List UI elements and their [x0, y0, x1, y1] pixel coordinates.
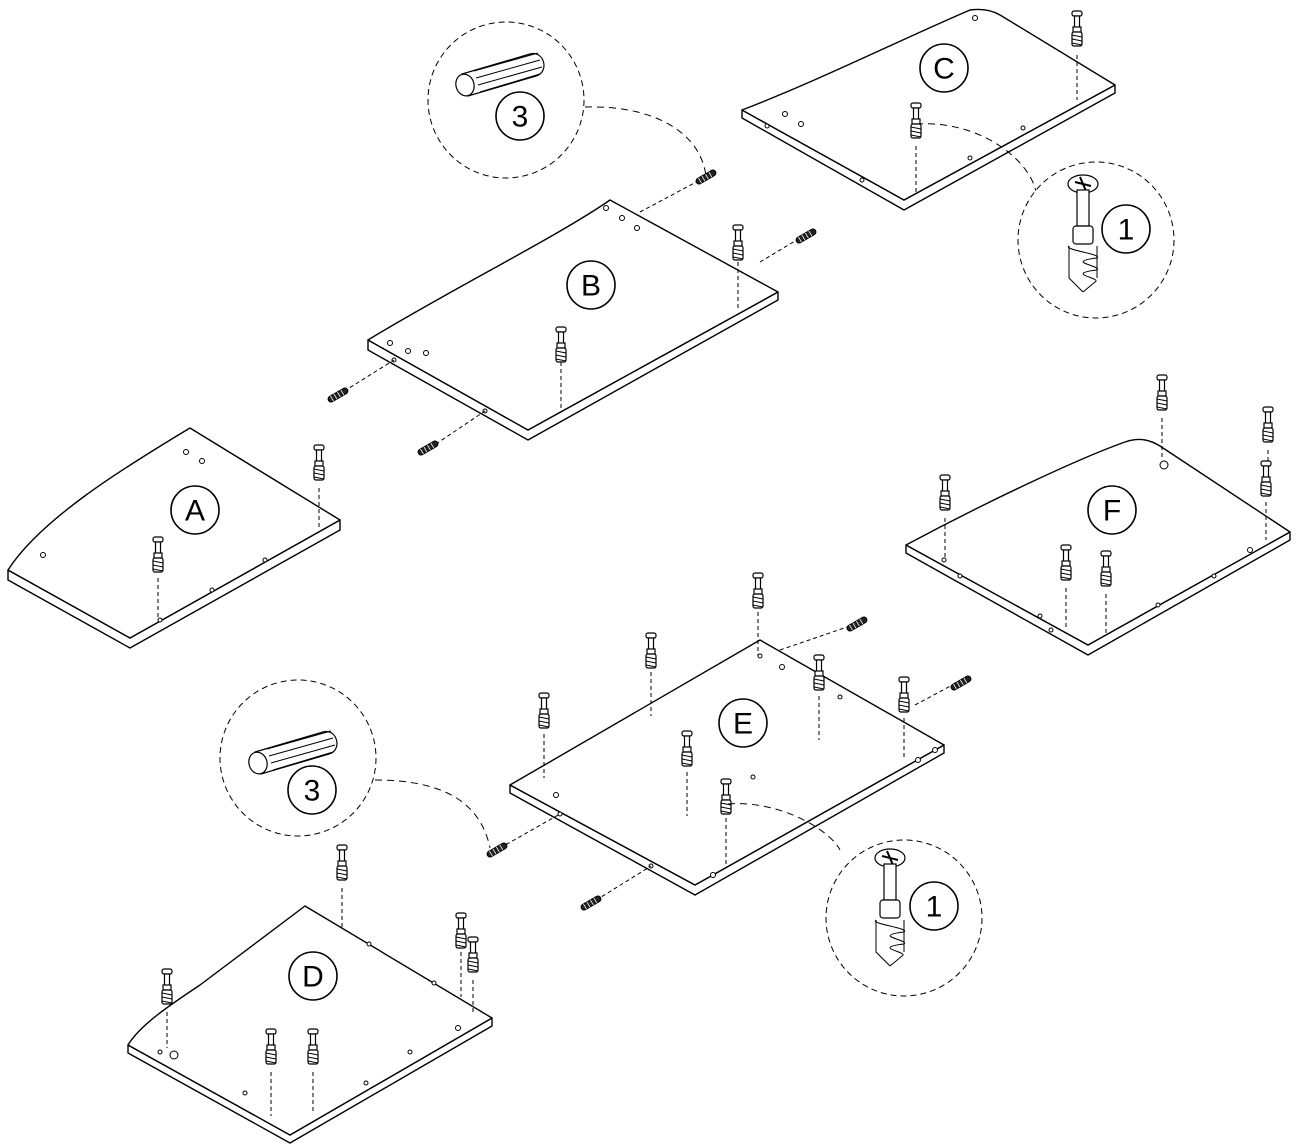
panel-label-circle [170, 485, 220, 535]
cam-bolt-icon [1100, 550, 1112, 587]
panel-a: A [7, 427, 341, 649]
cam-bolt-icon [939, 474, 951, 511]
panel-label: E [733, 708, 753, 741]
cam-bolt-icon [555, 326, 567, 363]
part-number-circle [1101, 204, 1151, 254]
cam-bolt-icon [752, 572, 764, 609]
wooden-dowel-icon [694, 168, 718, 186]
cam-bolt-icon [910, 102, 922, 139]
wooden-dowel-icon [794, 227, 818, 245]
cam-bolt-icon [1071, 10, 1083, 47]
panel-e: E [485, 572, 973, 912]
dowel-zoom-callout: 3 [427, 21, 707, 179]
wooden-dowel-icon [326, 386, 350, 404]
panel-label: B [581, 270, 601, 303]
part-number-circle [909, 881, 959, 931]
dowel-zoom-callout: 3 [219, 679, 491, 849]
cam-bolt-icon [732, 224, 744, 261]
panel-label-circle [288, 951, 338, 1001]
wooden-dowel-icon [485, 841, 509, 859]
wooden-dowel-icon [416, 439, 440, 457]
part-number: 1 [1118, 214, 1135, 247]
cam-bolt-icon [538, 692, 550, 729]
cam-bolt-icon [336, 844, 348, 881]
part-number: 1 [926, 891, 943, 924]
panel-label: C [933, 53, 955, 86]
cam-bolt-icon [813, 654, 825, 691]
panel-b: B [326, 168, 818, 457]
wooden-dowel-icon [579, 894, 603, 912]
panel-c: C [741, 8, 1116, 211]
part-number-circle [287, 765, 337, 815]
cam-bolt-icon [720, 778, 732, 815]
panel-label-circle [919, 43, 969, 93]
cam-bolt-icon [1262, 406, 1274, 443]
cam-bolt-icon [467, 936, 479, 973]
panel-label: A [185, 495, 205, 528]
panel-label: F [1103, 495, 1121, 528]
panel-label: D [302, 961, 324, 994]
cam-bolt-icon [307, 1028, 319, 1065]
cam-bolt-icon [1156, 374, 1168, 411]
part-number-circle [495, 91, 545, 141]
cam-bolt-icon [1260, 460, 1272, 497]
wooden-dowel-icon [845, 615, 869, 633]
cam-bolt-zoom-callout: 1 [727, 803, 983, 997]
cam-bolt-icon [1060, 544, 1072, 581]
cam-bolt-icon [152, 536, 164, 573]
cam-bolt-icon [455, 912, 467, 949]
wooden-dowel-icon [949, 674, 973, 692]
cam-bolt-icon [161, 968, 173, 1005]
cam-bolt-icon [313, 444, 325, 481]
cam-bolt-zoom-callout: 1 [915, 123, 1175, 319]
cam-bolt-icon [681, 730, 693, 767]
panel-label-circle [566, 260, 616, 310]
panel-label-circle [1087, 485, 1137, 535]
part-number: 3 [512, 101, 529, 134]
panel-label-circle [718, 698, 768, 748]
panel-d: D [127, 844, 493, 1144]
cam-bolt-icon [645, 632, 657, 669]
cam-bolt-icon [898, 676, 910, 713]
part-number: 3 [304, 775, 321, 808]
cam-bolt-icon [265, 1028, 277, 1065]
panel-f: F [905, 374, 1291, 656]
